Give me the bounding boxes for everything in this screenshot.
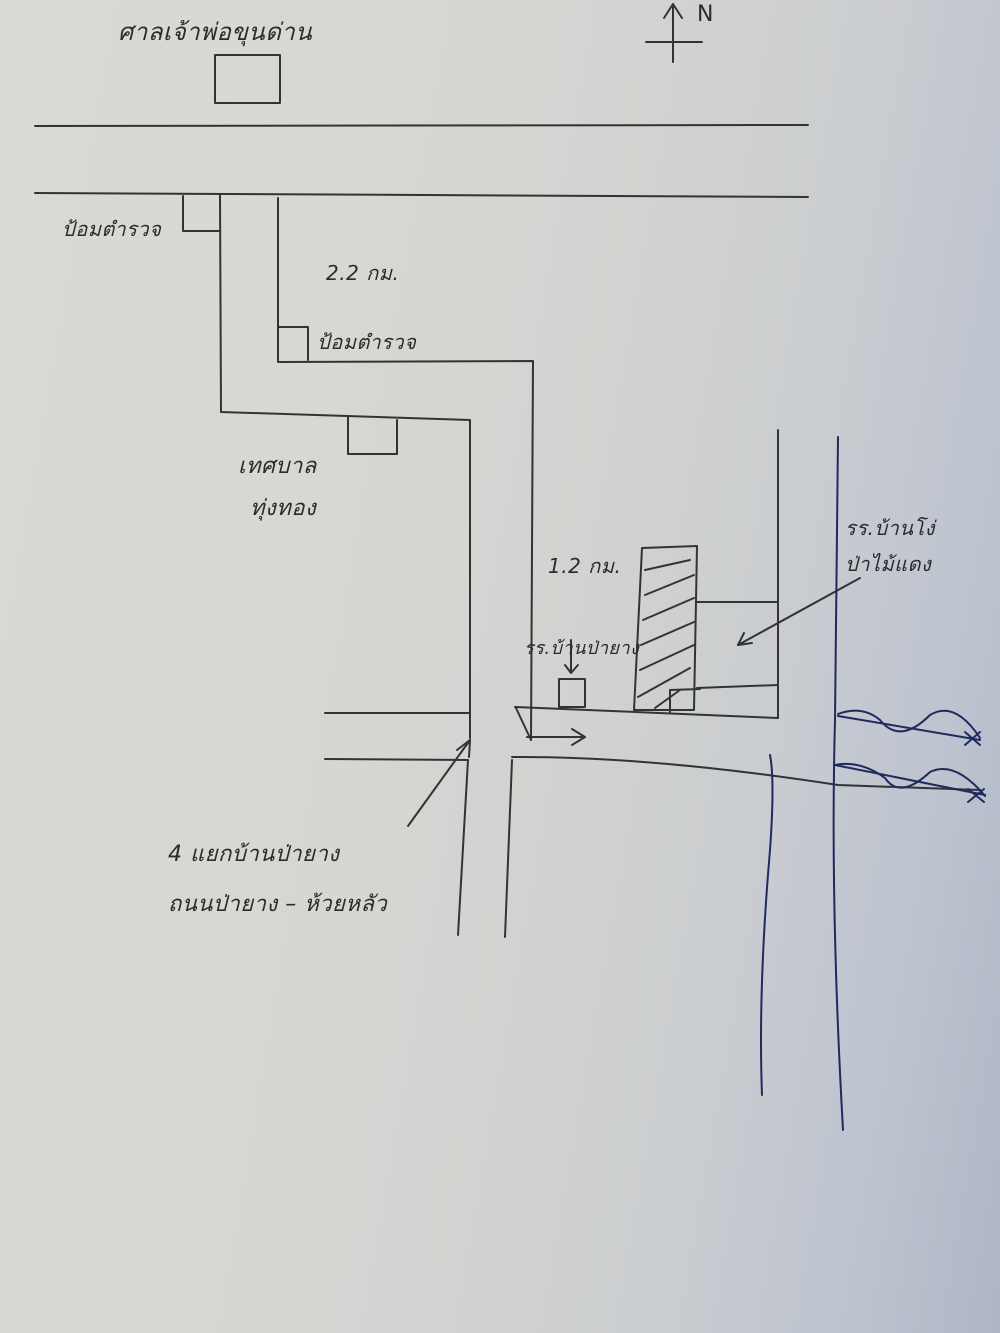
barbed-fence-lower-end-mark bbox=[967, 788, 985, 803]
distance-top-label: 2.2 กม. bbox=[326, 261, 400, 285]
barbed-fence-lower-straight bbox=[834, 764, 986, 796]
shrine-building bbox=[214, 54, 281, 104]
police-box-left-label: ป้อมตำรวจ bbox=[62, 217, 162, 241]
distance-lower-label: 1.2 กม. bbox=[548, 554, 622, 578]
direction-arrow-icon bbox=[526, 728, 586, 746]
small-school-building bbox=[558, 678, 586, 708]
small-school-pointer-arrow bbox=[564, 639, 579, 674]
road-left-east-edge bbox=[277, 197, 534, 741]
crossroad-east-north-edge bbox=[514, 706, 779, 719]
shrine-label: ศาลเจ้าพ่อขุนด่าน bbox=[118, 18, 313, 46]
north-label: N bbox=[697, 2, 714, 27]
hatched-building bbox=[633, 545, 698, 711]
barbed-fence-upper bbox=[837, 709, 981, 739]
school-pointer-arrow bbox=[737, 577, 861, 646]
target-school-label-line1: รร.บ้านโง่ bbox=[845, 516, 935, 540]
crossroad-connector bbox=[515, 707, 532, 741]
north-arrow-icon bbox=[645, 3, 703, 63]
barbed-fence-upper-straight bbox=[837, 715, 981, 741]
police-box-left bbox=[182, 195, 221, 232]
crossroad-south-west-edge bbox=[457, 759, 469, 936]
crossroad-west-south-edge bbox=[324, 758, 469, 761]
junction-label-line2: ถนนป่ายาง – ห้วยหลัว bbox=[168, 892, 388, 917]
municipality-label-line1: เทศบาล bbox=[238, 454, 317, 479]
blue-road-west-edge bbox=[832, 436, 844, 1131]
road-left-west-edge bbox=[219, 194, 471, 739]
barbed-fence-upper-end-mark bbox=[964, 731, 981, 746]
police-box-right bbox=[277, 326, 309, 361]
crossroad-south-east-edge bbox=[504, 759, 513, 938]
police-box-right-label: ป้อมตำรวจ bbox=[317, 330, 417, 354]
target-school-compound bbox=[669, 429, 779, 719]
target-school-label-line2: ป่าไม้แดง bbox=[845, 552, 932, 576]
crossroad-east-south-edge bbox=[511, 755, 981, 791]
top-road-north-edge bbox=[34, 124, 809, 127]
junction-label-line1: 4 แยกบ้านป่ายาง bbox=[168, 842, 340, 867]
municipality-building bbox=[347, 416, 398, 455]
barbed-fence-lower bbox=[834, 762, 986, 797]
blue-road-east-edge bbox=[760, 754, 774, 1096]
municipality-label-line2: ทุ่งทอง bbox=[250, 496, 317, 521]
school-small-label: รร.บ้านป่ายาง bbox=[524, 638, 640, 659]
junction-pointer-arrow bbox=[407, 739, 471, 827]
top-road-south-edge bbox=[34, 192, 809, 198]
